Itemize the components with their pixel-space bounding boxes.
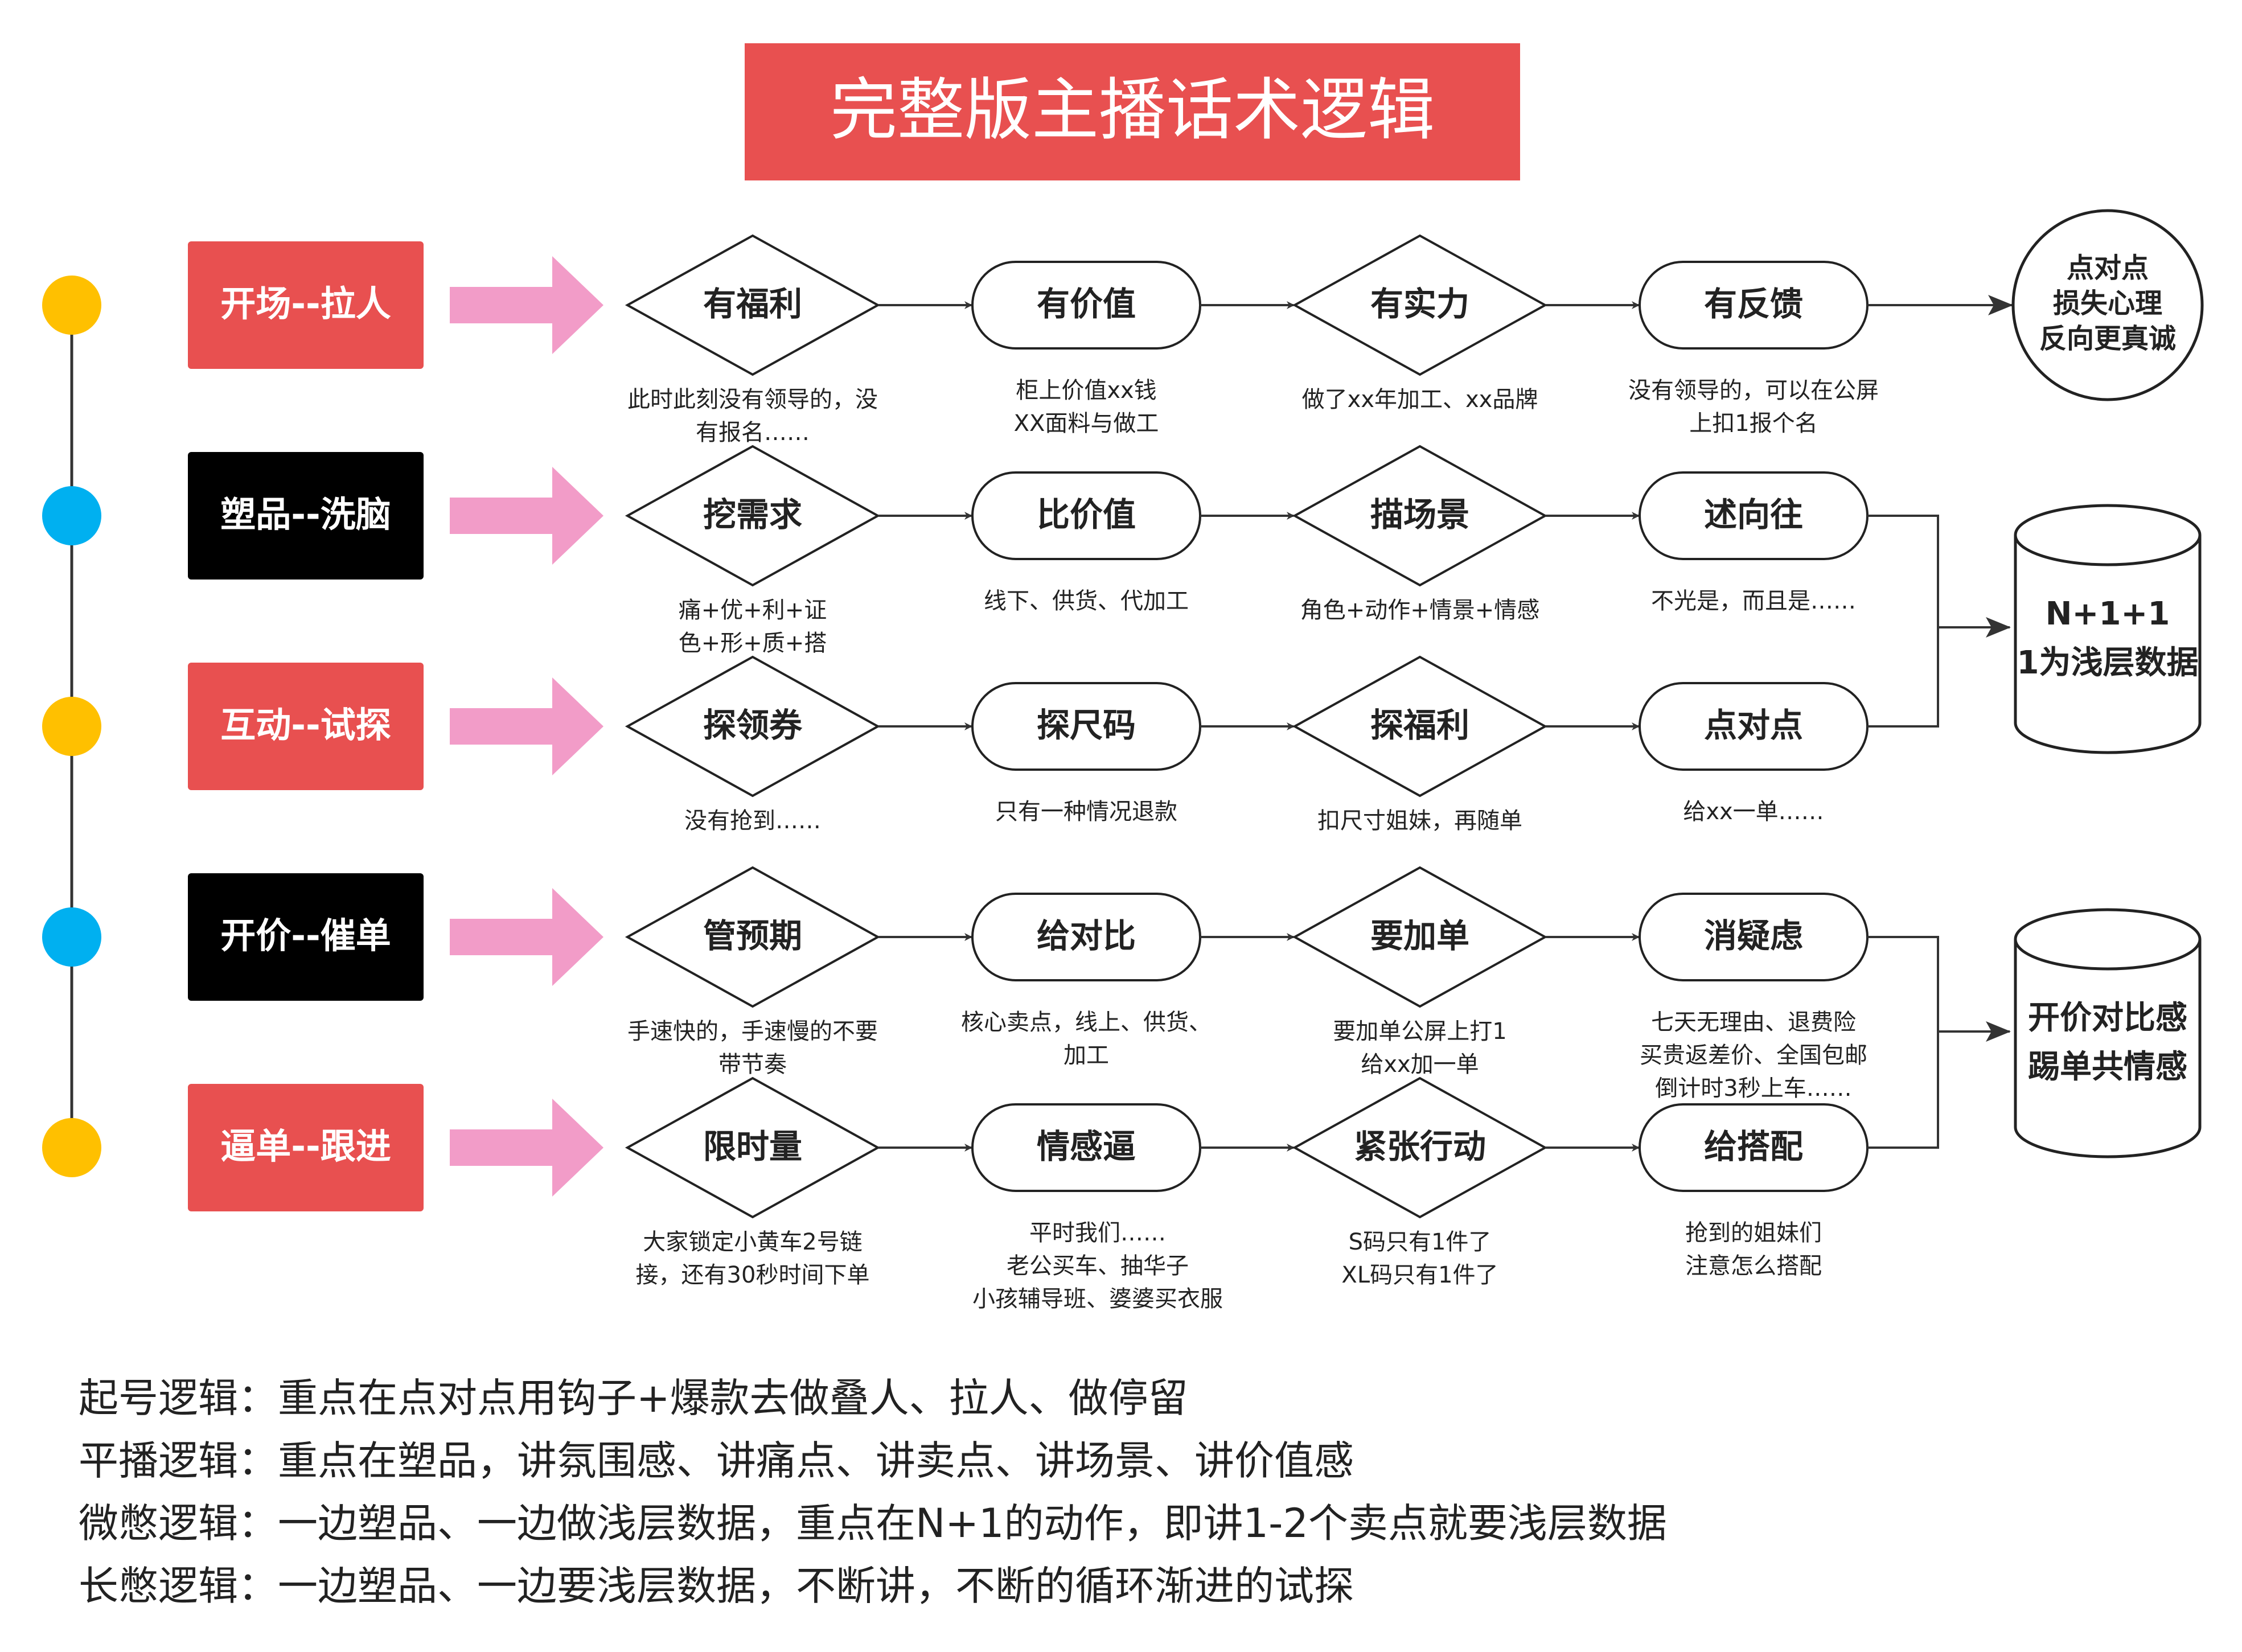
node-note: 上扣1报个名: [1689, 410, 1817, 437]
node-label: 比价值: [1037, 495, 1136, 534]
node-note: 不光是，而且是……: [1651, 588, 1856, 614]
pink-arrow: [450, 677, 603, 775]
node-note: 要加单公屏上打1: [1333, 1018, 1506, 1045]
node-label: 要加单: [1370, 917, 1469, 955]
node-note: 平时我们……: [1029, 1220, 1166, 1246]
outcome-circle: [2011, 209, 2204, 401]
timeline-dot: [42, 486, 101, 545]
node-note: 痛+优+利+证: [679, 597, 827, 623]
node-note: 色+形+质+搭: [679, 630, 827, 656]
node-note: 扣尺寸姐妹，再随单: [1317, 808, 1522, 834]
node-note: 七天无理由、退费险: [1651, 1009, 1856, 1035]
node-label: 紧张行动: [1354, 1127, 1486, 1166]
cylinder-body: [2014, 939, 2202, 1158]
node-note: 角色+动作+情景+情感: [1300, 597, 1540, 623]
stage-label: 互动--试探: [220, 704, 391, 746]
timeline-dot: [42, 907, 101, 967]
node-note: 此时此刻没有领导的，没: [627, 387, 878, 413]
node-note: 小孩辅导班、婆婆买衣服: [972, 1286, 1223, 1312]
node-note: 买贵返差价、全国包邮: [1640, 1042, 1867, 1069]
cylinder-text: 踢单共情感: [2028, 1049, 2187, 1086]
node-note: 有报名……: [696, 420, 810, 446]
node-note: 大家锁定小黄车2号链: [643, 1229, 862, 1255]
node-note: 带节奏: [718, 1051, 787, 1078]
stage-label: 开场--拉人: [220, 283, 391, 324]
node-note: 接，还有30秒时间下单: [636, 1262, 870, 1288]
node-note: 线下、供货、代加工: [984, 588, 1189, 614]
node-label: 挖需求: [703, 495, 802, 534]
node-label: 探领券: [703, 706, 803, 745]
node-label: 描场景: [1370, 495, 1469, 534]
timeline-dot: [42, 276, 101, 335]
pink-arrow: [450, 256, 603, 354]
node-label: 有福利: [703, 285, 802, 323]
bracket-connector: [1867, 936, 1939, 1149]
node-note: 给xx一单……: [1683, 799, 1824, 825]
cylinder-text: N+1+1: [2046, 595, 2170, 632]
node-note: 注意怎么搭配: [1685, 1253, 1822, 1279]
stage-label-box: [188, 452, 424, 580]
node-note: S码只有1件了: [1349, 1229, 1492, 1255]
node-note: 老公买车、抽华子: [1007, 1253, 1189, 1279]
node-label: 述向往: [1704, 495, 1803, 534]
node-note: 加工: [1063, 1042, 1109, 1069]
stage-label-box: [188, 1084, 424, 1211]
node-note: 做了xx年加工、xx品牌: [1302, 387, 1538, 413]
timeline-dot: [42, 1118, 101, 1177]
stage-label-box: [188, 873, 424, 1001]
timeline-dot: [42, 697, 101, 756]
node-label: 有反馈: [1704, 285, 1803, 323]
node-label: 探福利: [1370, 706, 1469, 745]
pink-arrow: [450, 888, 603, 986]
pink-arrow: [450, 467, 603, 565]
stage-label-box: [188, 663, 424, 790]
node-label: 消疑虑: [1704, 917, 1803, 955]
node-label: 探尺码: [1037, 706, 1136, 745]
node-note: 没有领导的，可以在公屏: [1628, 377, 1879, 404]
stage-label: 塑品--洗脑: [220, 494, 391, 535]
node-note: 给xx加一单: [1361, 1051, 1479, 1078]
node-label: 有实力: [1370, 285, 1469, 323]
pink-arrow: [450, 1099, 603, 1197]
node-label: 有价值: [1037, 285, 1136, 323]
node-note: 只有一种情况退款: [995, 799, 1177, 825]
stage-label: 开价--催单: [220, 915, 391, 956]
node-note: 倒计时3秒上车……: [1655, 1075, 1851, 1102]
node-note: 抢到的姐妹们: [1685, 1220, 1822, 1246]
node-note: XX面料与做工: [1014, 410, 1159, 437]
cylinder-text: 1为浅层数据: [2017, 644, 2199, 681]
bracket-connector: [1867, 515, 1939, 728]
outcome-circle-text: 损失心理: [2053, 287, 2162, 319]
node-label: 给对比: [1037, 917, 1136, 955]
stage-label-box: [188, 241, 424, 369]
node-label: 管预期: [703, 917, 802, 955]
cylinder-top: [2014, 504, 2202, 566]
cylinder-text: 开价对比感: [2028, 1000, 2187, 1037]
cylinder-top: [2014, 908, 2202, 971]
outcome-circle-text: 点对点: [2067, 252, 2149, 284]
node-label: 限时量: [703, 1127, 802, 1166]
node-label: 情感逼: [1037, 1127, 1136, 1166]
node-note: 手速快的，手速慢的不要: [627, 1018, 878, 1045]
title-banner: [745, 43, 1520, 180]
node-label: 点对点: [1704, 706, 1803, 745]
stage-label: 逼单--跟进: [220, 1125, 391, 1167]
cylinder-body: [2014, 535, 2202, 754]
page-title: 完整版主播话术逻辑: [830, 71, 1435, 149]
node-label: 给搭配: [1704, 1127, 1803, 1166]
node-note: 柜上价值xx钱: [1016, 377, 1156, 404]
node-note: XL码只有1件了: [1341, 1262, 1498, 1288]
node-note: 没有抢到……: [684, 808, 821, 834]
node-note: 核心卖点，线上、供货、: [961, 1009, 1212, 1035]
outcome-circle-text: 反向更真诚: [2039, 323, 2176, 355]
